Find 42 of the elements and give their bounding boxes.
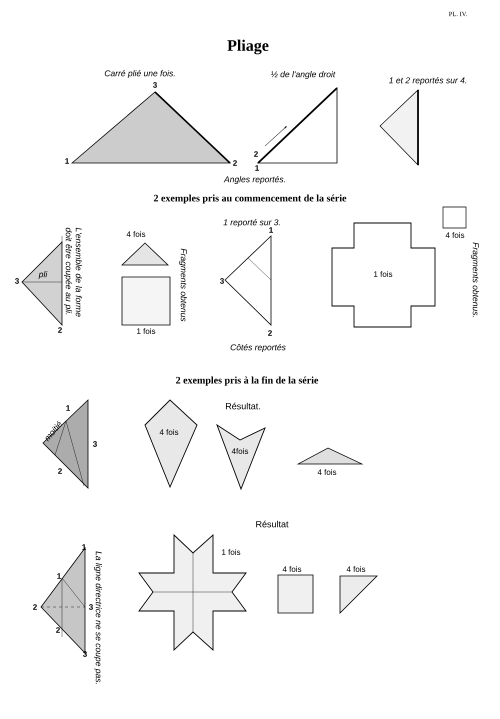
caption-text: 1 fois xyxy=(137,328,156,334)
caption-text: Côtés reportés xyxy=(230,344,286,352)
vertex-number: 3 xyxy=(220,278,224,284)
vertex-number: 2 xyxy=(58,327,62,333)
caption-text: 4 fois xyxy=(282,566,302,572)
vertex-number: 2 xyxy=(33,604,37,610)
result-heading: Résultat xyxy=(256,520,288,528)
vertex-number: 3 xyxy=(82,651,87,657)
caption-text: 1 et 2 reportés sur 4. xyxy=(389,77,466,85)
caption-text: L'ensemble de la forme doit être coupée au pli. xyxy=(64,228,82,317)
vertex-number: 2 xyxy=(58,468,62,474)
vertex-number: 2 xyxy=(268,330,272,336)
caption-text: 1 fois xyxy=(222,549,240,555)
vertex-number: 3 xyxy=(14,278,19,284)
caption-text: Carré plié une fois. xyxy=(104,70,175,78)
caption-text: pli xyxy=(38,271,48,279)
caption-text: 4 fois xyxy=(446,232,464,238)
caption-text: La ligne directrice ne se coupe pas. xyxy=(94,551,102,684)
caption-text: 1 reporté sur 3. xyxy=(223,219,280,227)
caption-text: 4 fois xyxy=(318,469,336,475)
vertex-number: 1 xyxy=(66,405,70,411)
vertex-number: 1 xyxy=(65,158,69,164)
vertex-number: 3 xyxy=(92,441,97,447)
vertex-number: 1 xyxy=(269,227,273,233)
caption-text: Fragments obtenus xyxy=(179,248,187,322)
vertex-number: 1 xyxy=(57,573,61,579)
section-heading: 2 exemples pris à la fin de la série xyxy=(176,376,318,386)
result-heading: Résultat. xyxy=(226,402,260,410)
paper-cutout: 1 fois xyxy=(332,222,436,328)
vertex-number: 2 xyxy=(254,151,258,157)
vertex-number: 3 xyxy=(152,82,157,88)
caption-text: Fragments obtenus. xyxy=(471,242,479,317)
vertex-number: 2 xyxy=(233,160,237,166)
section-heading: 2 exemples pris au commencement de la série xyxy=(154,194,346,204)
caption-text: Angles reportés. xyxy=(224,176,285,184)
caption-text: 4 fois xyxy=(126,231,146,237)
vertex-number: 2 xyxy=(56,627,60,633)
caption-text: 4 fois xyxy=(346,566,366,572)
vertex-number: 1 xyxy=(255,165,259,171)
caption-text: ½ de l'angle droit xyxy=(270,71,336,79)
vertex-number: 3 xyxy=(88,604,93,610)
title: Pliage xyxy=(227,40,268,54)
